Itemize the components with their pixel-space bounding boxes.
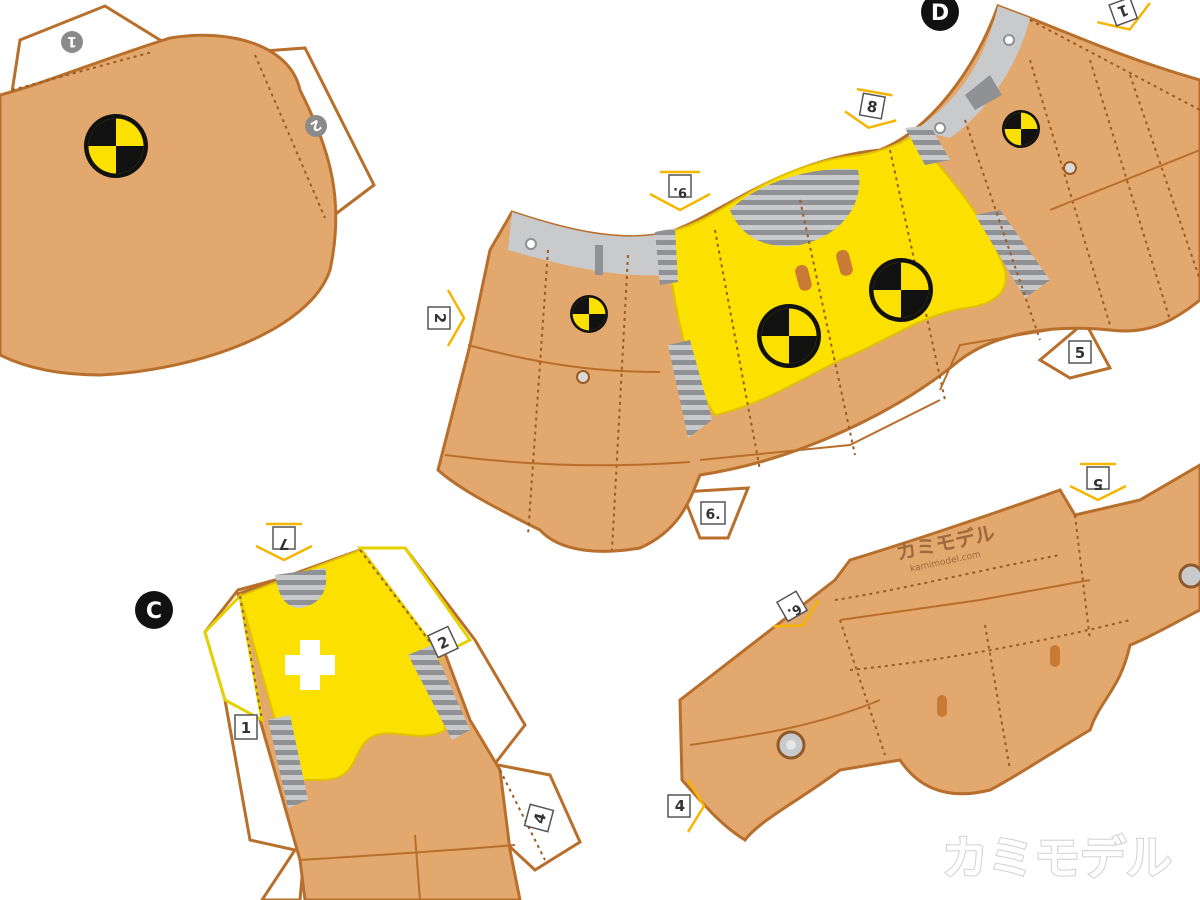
tab-number-5-badge: 5 <box>1068 340 1092 364</box>
svg-text:5: 5 <box>1075 344 1085 362</box>
glue-arrow-7: 7 <box>255 522 313 562</box>
svg-text:9.: 9. <box>673 184 687 199</box>
piece-top-left: 1 2 <box>0 4 376 377</box>
svg-text:8: 8 <box>865 97 878 117</box>
svg-text:7: 7 <box>279 535 289 553</box>
tab-number-1-badge: 1 <box>61 31 83 53</box>
crash-test-target-icon <box>570 295 608 333</box>
glue-arrow-1: 1 <box>1096 0 1151 31</box>
crash-test-target-icon <box>757 304 821 368</box>
svg-text:1: 1 <box>241 719 251 737</box>
glue-arrow-9: 9. <box>649 170 711 212</box>
svg-text:カミモデル: カミモデル <box>942 831 1172 885</box>
svg-text:2: 2 <box>431 313 449 323</box>
section-label-c: C <box>135 591 173 629</box>
glue-arrow-4: 4 <box>667 779 706 833</box>
tab-number-1-side-badge: 1 <box>234 714 258 740</box>
svg-text:D: D <box>931 1 949 26</box>
glue-arrow-2: 2 <box>427 289 466 347</box>
svg-text:C: C <box>146 599 162 624</box>
svg-text:1: 1 <box>67 33 77 49</box>
tab-number-2-badge: 2 <box>305 115 327 137</box>
head-back-panel <box>0 33 338 377</box>
glue-arrow-6: 6. <box>773 590 820 628</box>
section-label-d: D <box>921 0 959 31</box>
piece-bottom-right: カミモデル kamimodel.com <box>678 463 1200 842</box>
svg-text:6.: 6. <box>705 507 720 523</box>
crash-test-target-icon <box>1002 110 1040 148</box>
pelvis-strip <box>678 463 1200 842</box>
collar-band <box>508 212 672 276</box>
glue-arrow-5: 5 <box>1069 462 1127 502</box>
svg-text:6.: 6. <box>784 600 804 620</box>
svg-text:4: 4 <box>530 811 550 826</box>
crash-test-target-icon <box>869 258 933 322</box>
white-cross-icon <box>285 640 335 690</box>
tab-number-2-side-badge: 2 <box>426 625 460 659</box>
glue-arrow-8: 8 <box>844 87 897 130</box>
svg-text:4: 4 <box>675 797 685 815</box>
svg-text:5: 5 <box>1093 475 1103 493</box>
crash-test-target-icon <box>84 114 148 178</box>
piece-c-chest: 1 2 4 C <box>135 546 582 900</box>
tab-number-6-badge: 6. <box>700 501 726 525</box>
brand-logo: カミモデル <box>942 830 1173 886</box>
tab-number-4-badge: 4 <box>523 803 555 833</box>
piece-d-torso: 5 6. D <box>436 0 1200 553</box>
